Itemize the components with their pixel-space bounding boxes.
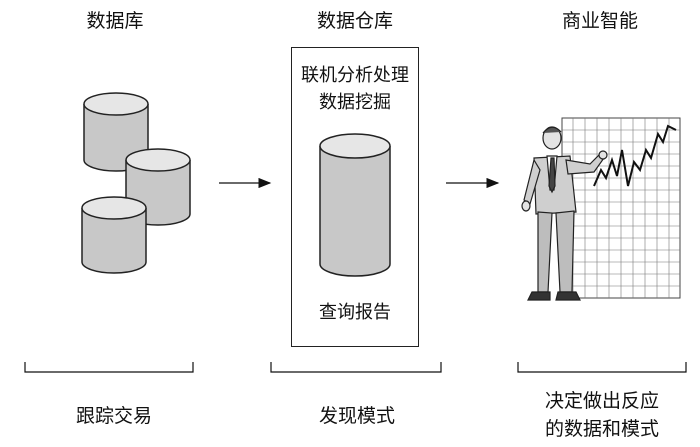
- bracket-warehouse: [270, 362, 442, 373]
- database-title: 数据库: [86, 10, 144, 32]
- warehouse-cylinder-icon: [319, 133, 391, 277]
- bracket-business-intelligence: [517, 362, 687, 373]
- database-cylinder-icon: [81, 196, 147, 274]
- discover-patterns-label: 发现模式: [318, 405, 395, 427]
- query-report-label: 查询报告: [319, 302, 391, 323]
- bracket-database: [24, 362, 194, 373]
- rising-line-chart-icon: [561, 117, 681, 299]
- decision-label-line1: 决定做出反应: [544, 390, 659, 412]
- business-intelligence-title: 商业智能: [561, 10, 638, 32]
- decision-label-line2: 的数据和模式: [544, 418, 659, 440]
- presenter-person-icon: [521, 126, 608, 301]
- olap-label: 联机分析处理: [301, 65, 409, 86]
- data-mining-label: 数据挖掘: [319, 92, 391, 113]
- data-warehouse-title: 数据仓库: [316, 10, 393, 32]
- track-transactions-label: 跟踪交易: [75, 405, 152, 427]
